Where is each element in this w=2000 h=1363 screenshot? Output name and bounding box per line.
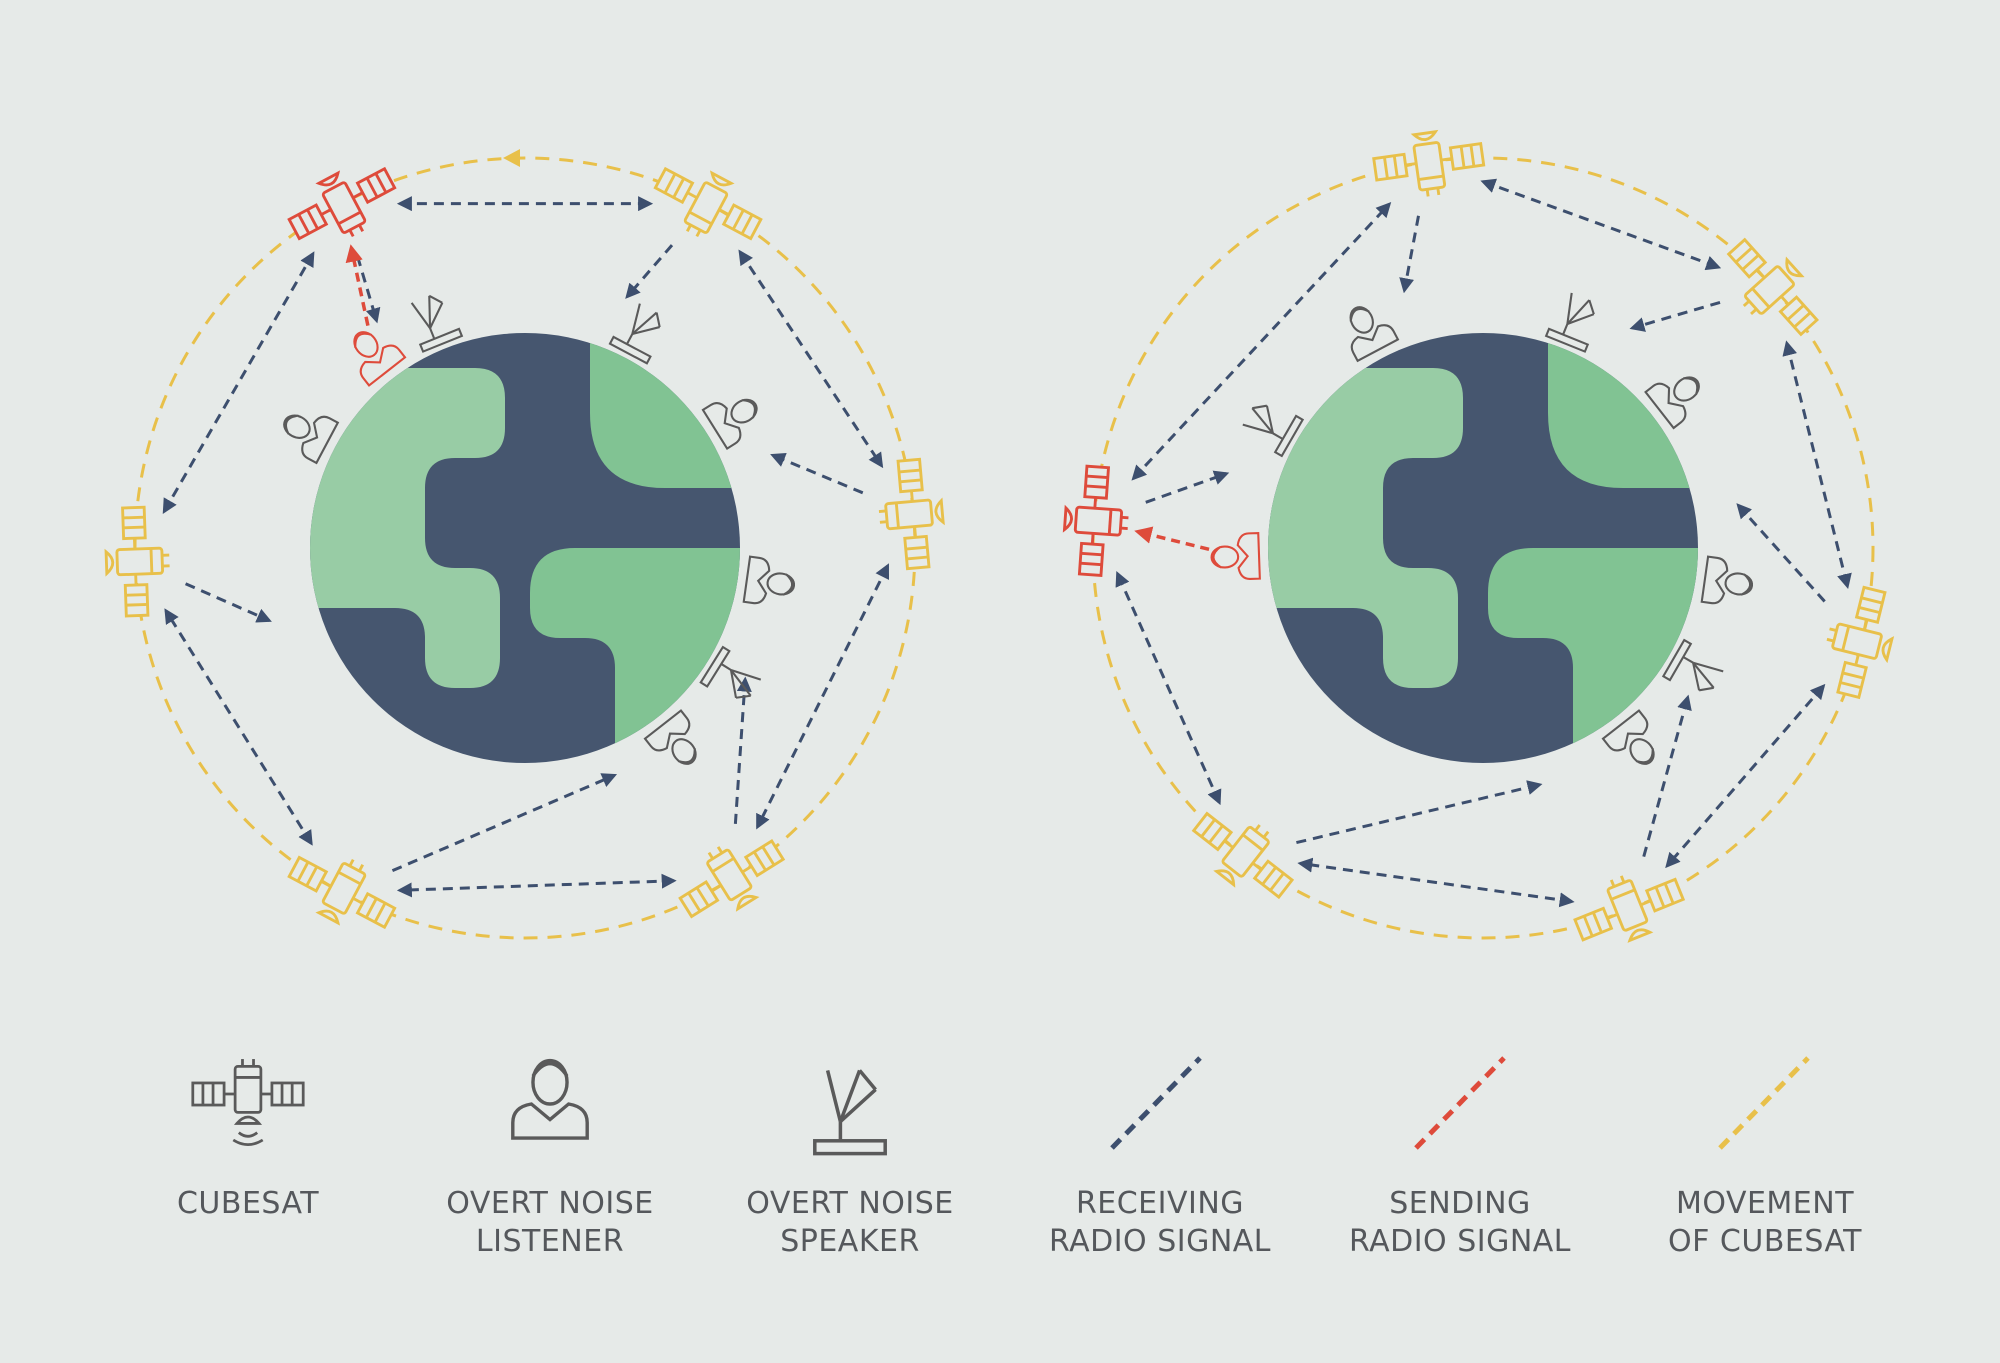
receiving-signal-link [1131,202,1392,481]
downlink-signal [770,452,864,495]
active-cubesat-icon [1060,463,1134,579]
listener-person-icon [1644,361,1713,430]
receiving-signal-link [162,251,315,514]
legend-satellite-icon [191,1057,305,1146]
sending-signal [345,244,370,326]
legend-label-sending: SENDING RADIO SIGNAL [1348,1186,1572,1259]
orbit-direction-arrow [503,149,520,167]
speaker-antenna-icon [1662,639,1729,702]
legend-label-cubesat: CUBESAT [176,1186,320,1221]
speaker-antenna-icon [1237,394,1304,457]
downlink-signal [1736,503,1826,603]
cubesat-icon [1709,226,1832,352]
receiving-signal-link [1665,683,1826,869]
cubesat-icon [279,835,408,945]
listener-person-icon [1601,709,1670,778]
listener-person-icon [338,318,407,387]
legend-antenna-icon [813,1068,887,1156]
legend-movement-line [1718,1056,1810,1150]
sending-signal [1134,526,1210,552]
downlink-signal [1629,300,1721,332]
diagram-left [103,149,949,945]
listener-person-icon [1209,531,1261,582]
downlink-signal [1296,780,1543,845]
speaker-antenna-icon [608,299,672,365]
continent-west [310,368,505,688]
downlink-signal [356,255,381,324]
receiving-signal-link [1115,571,1222,806]
legend-person-icon [511,1058,589,1140]
listener-person-icon [1334,296,1399,362]
downlink-signal [625,244,674,299]
listener-person-icon [742,555,799,610]
downlink-signal [1642,694,1692,857]
legend-label-speaker: OVERT NOISE SPEAKER [746,1186,954,1259]
cubesat-icon [1813,580,1904,704]
legend [191,1056,1810,1156]
downlink-signal [733,676,752,824]
legend-label-receiving: RECEIVING RADIO SIGNAL [1048,1186,1272,1259]
receiving-signal-link [738,249,884,469]
speaker-antenna-icon [403,289,463,353]
listener-person-icon [701,383,769,450]
cubesat-icon [642,151,771,261]
cubesat-icon [1564,856,1692,958]
cubesat-icon [666,819,795,934]
receiving-signal-link [164,608,313,846]
listener-person-icon [1700,555,1757,610]
downlink-signal [1145,470,1230,504]
receiving-signal-link [1480,178,1722,271]
speaker-antenna-icon [1545,289,1605,353]
cubesat-icon [103,505,173,619]
downlink-signal [1399,215,1420,294]
legend-label-movement: MOVEMENT OF CUBESAT [1668,1186,1862,1259]
cubesat-icon [1369,124,1489,205]
listener-person-icon [273,399,339,464]
cubesat-icon [873,456,949,573]
receiving-signal-link [1297,857,1575,908]
listener-person-icon [643,709,712,778]
downlink-signal [391,773,618,873]
downlink-signal [184,582,272,623]
receiving-signal-link [1782,340,1852,589]
cubesat-icon [1181,793,1308,913]
receiving-signal-link [396,873,677,898]
legend-receiving-line [1110,1056,1202,1150]
earth [310,333,740,763]
legend-sending-line [1414,1056,1506,1150]
diagram-right [1060,124,1904,958]
receiving-signal-link [756,563,889,830]
active-cubesat-icon [279,151,408,261]
legend-label-listener: OVERT NOISE LISTENER [446,1186,654,1259]
